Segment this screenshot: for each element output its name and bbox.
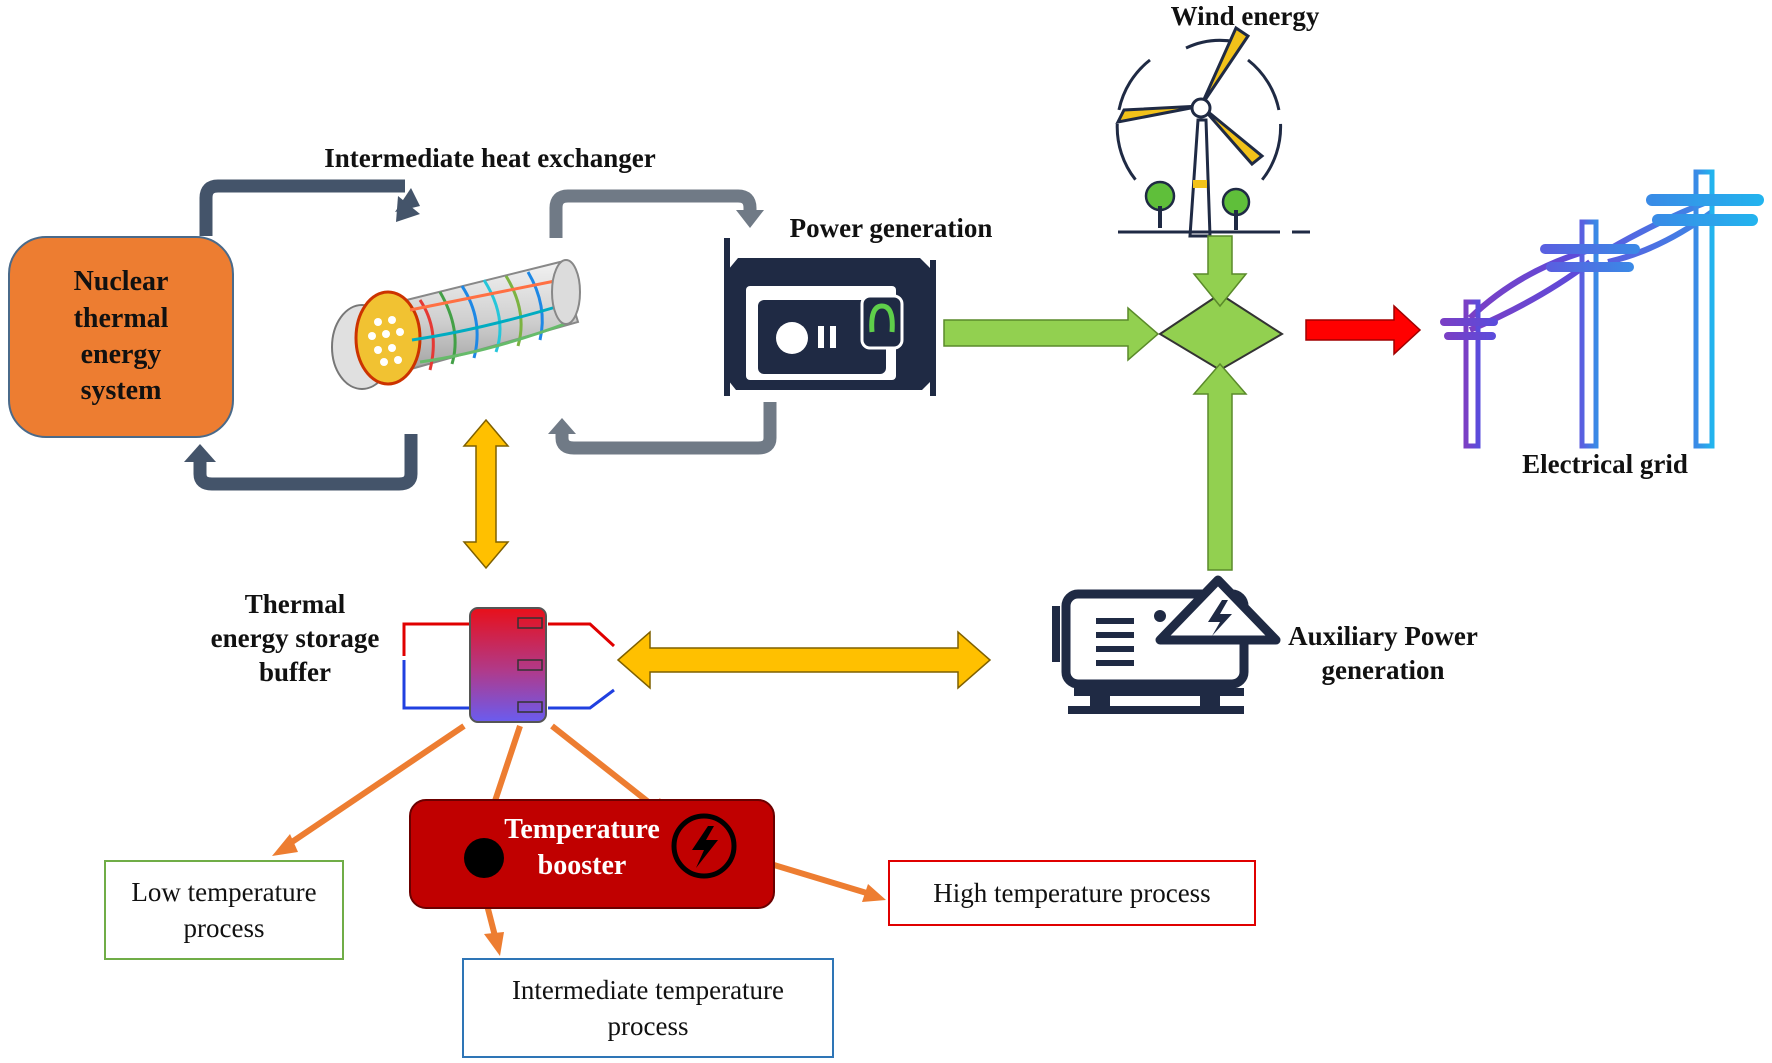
power-return-arrow <box>555 402 777 455</box>
thermal-storage-label: Thermal energy storage buffer <box>190 588 400 689</box>
nuclear-thermal-energy-system-box: Nuclear thermal energy system <box>8 236 234 438</box>
booster-heater-icon <box>671 813 737 879</box>
power-generation-icon <box>724 238 936 396</box>
arrow-to-booster <box>491 725 523 805</box>
power-supply-arrowhead <box>736 210 764 228</box>
power-generation-label: Power generation <box>789 213 993 243</box>
nuclear-supply-arrowhead-shape <box>396 196 420 222</box>
temperature-booster-label-line1: Temperature <box>504 814 660 845</box>
junction-to-grid-arrow <box>1305 304 1422 356</box>
junction-diamond <box>1158 292 1284 372</box>
intermediate-temperature-process-box: Intermediate temperature process <box>462 958 834 1058</box>
hx-storage-double-arrow <box>462 418 510 570</box>
heat-exchanger-label: Intermediate heat exchanger <box>324 143 656 173</box>
arrow-to-booster-heater <box>550 723 658 811</box>
aux-generator-icon <box>1052 575 1281 714</box>
high-temperature-process-box: High temperature process <box>888 860 1256 926</box>
nuclear-return-arrow <box>193 434 418 491</box>
electrical-grid-icon <box>1440 169 1764 449</box>
high-temperature-process-label: High temperature process <box>933 877 1211 908</box>
temperature-booster-label: Temperature booster <box>462 812 702 885</box>
nuclear-supply-arrow <box>199 179 405 236</box>
wind-turbine-icon <box>1115 25 1310 238</box>
power-return-arrowhead <box>548 418 576 434</box>
thermal-storage-label-line3: buffer <box>259 656 331 687</box>
wind-energy-label: Wind energy <box>1170 1 1320 31</box>
intermediate-temperature-process-label: Intermediate temperature process <box>511 974 785 1041</box>
low-temperature-process-box: Low temperature process <box>104 860 344 960</box>
low-temperature-process-label: Low temperature process <box>131 876 317 943</box>
nuclear-label: Nuclear thermal energy system <box>73 266 169 407</box>
booster-black-circle <box>464 838 504 878</box>
aux-to-junction-arrow <box>1192 362 1248 571</box>
heat-exchanger-graphic <box>331 259 581 390</box>
wind-to-junction-arrow <box>1192 235 1248 308</box>
thermal-storage-label-line2: energy storage <box>210 622 380 653</box>
power-supply-arrow <box>549 189 757 238</box>
arrow-to-low-temp <box>284 723 466 849</box>
temperature-booster-label-line2: booster <box>537 850 627 882</box>
aux-power-label-line1: Auxiliary Power <box>1288 621 1478 651</box>
thermal-storage-tank <box>402 607 616 723</box>
nuclear-return-arrowhead <box>184 444 216 462</box>
aux-power-label-line2: generation <box>1321 654 1445 685</box>
aux-power-label: Auxiliary Power generation <box>1268 620 1498 688</box>
storage-aux-double-arrow <box>616 630 992 690</box>
power-to-junction-arrow <box>943 306 1160 362</box>
thermal-storage-label-line1: Thermal <box>244 589 346 619</box>
electrical-grid-label: Electrical grid <box>1522 449 1688 479</box>
